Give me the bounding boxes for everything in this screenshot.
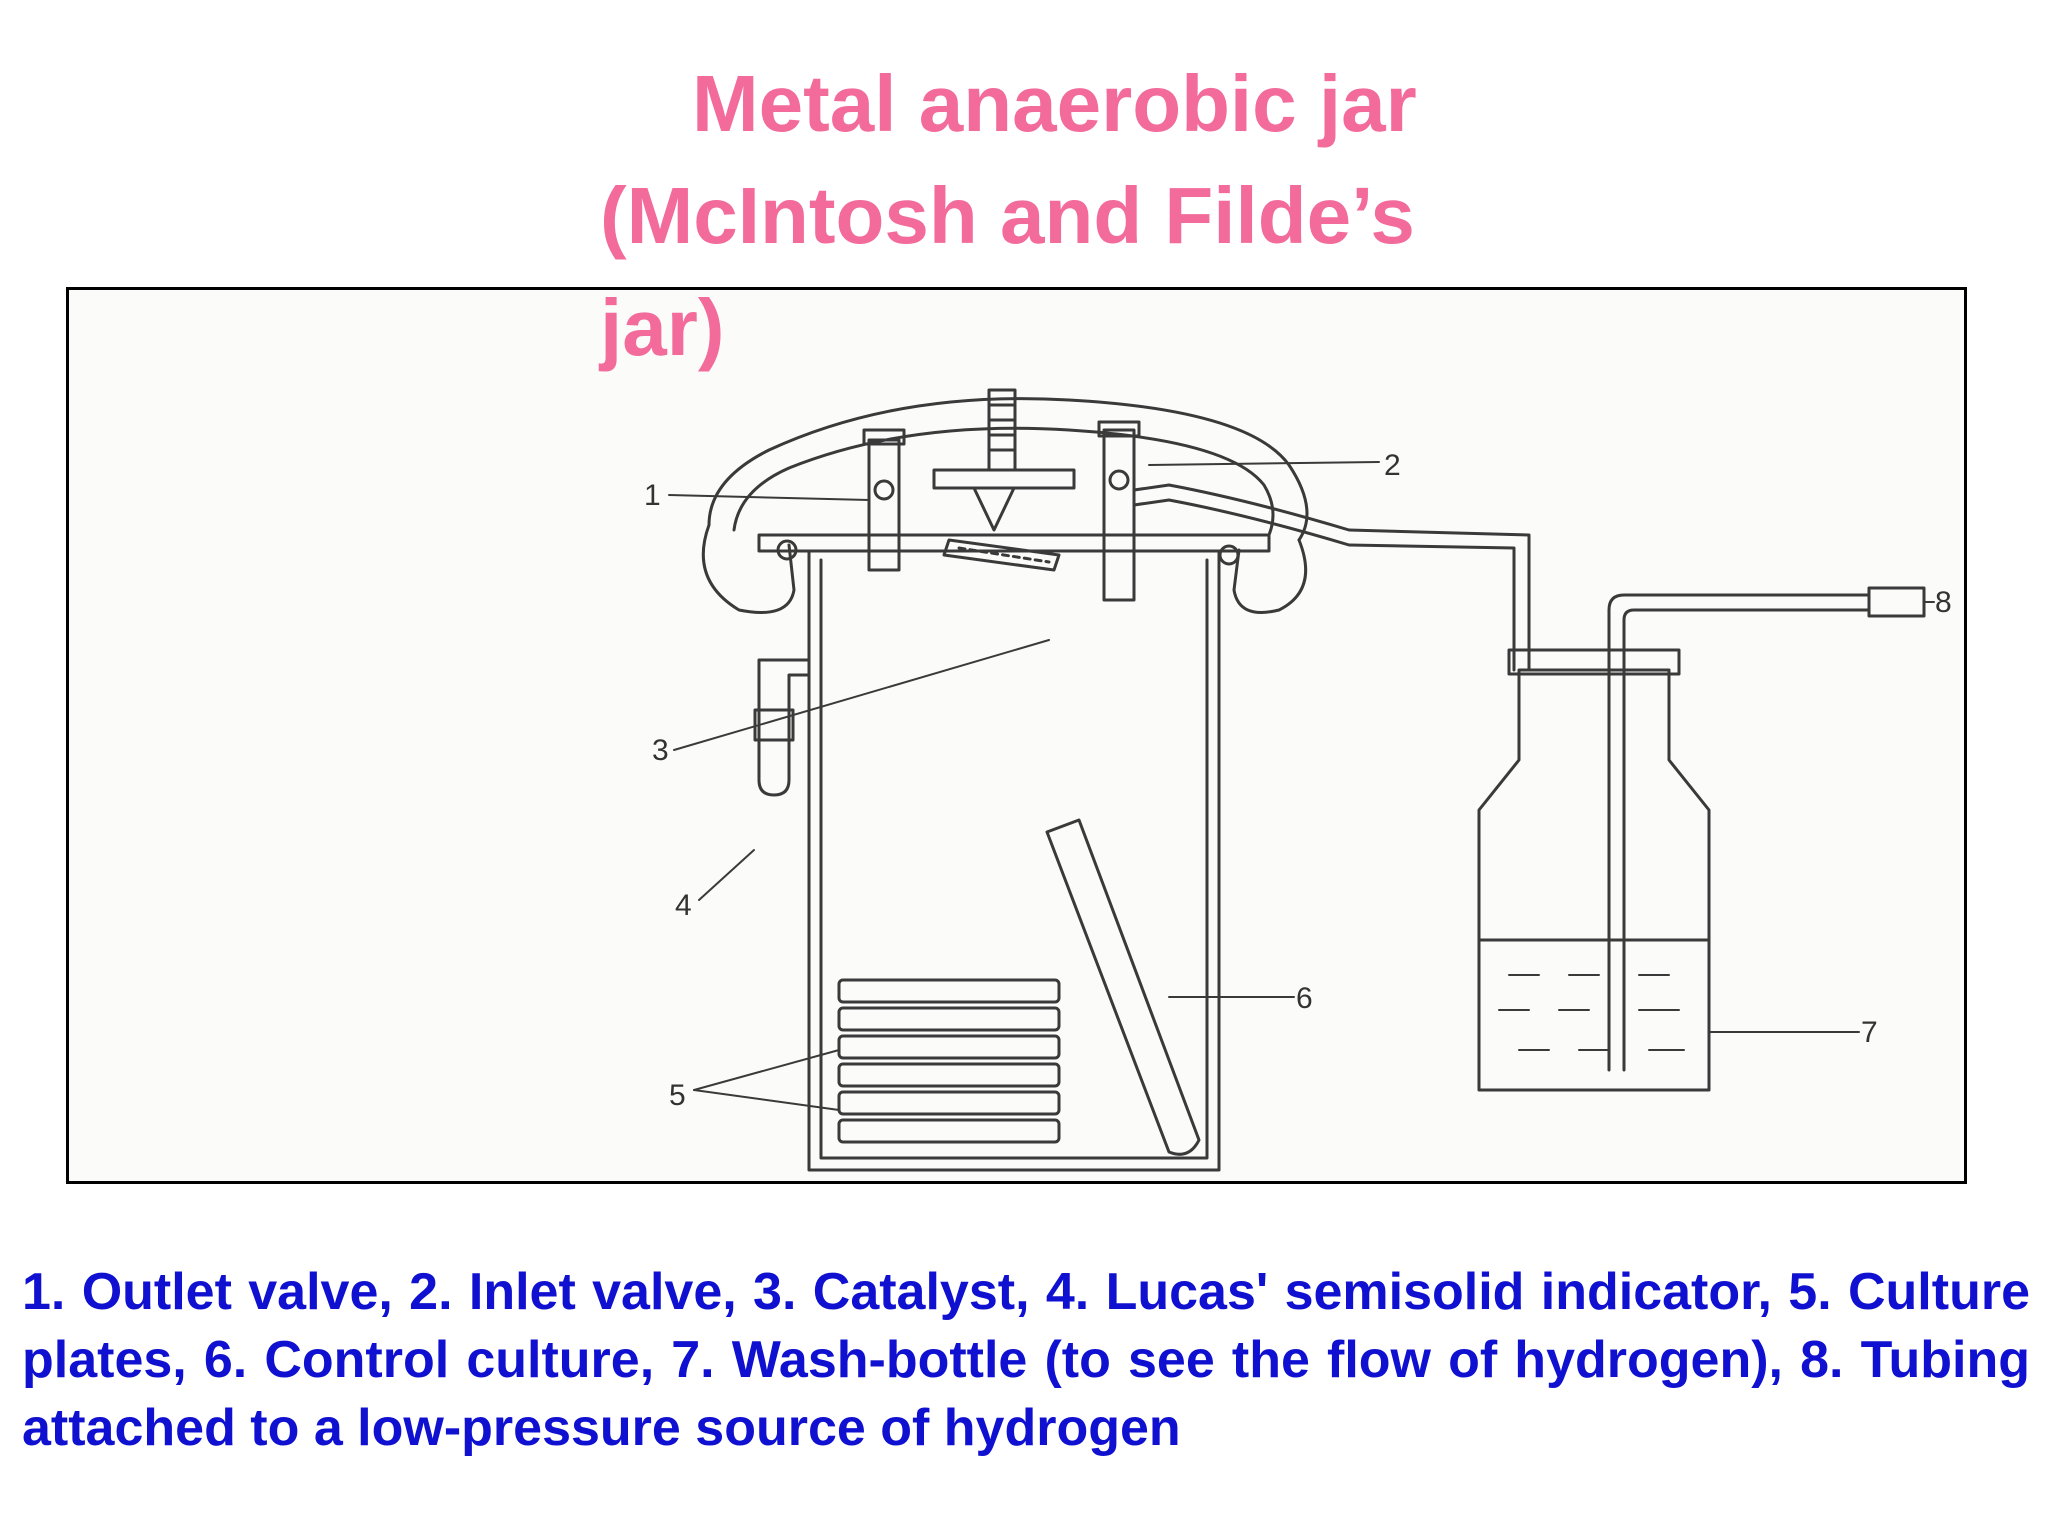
control-culture-tube	[1045, 818, 1201, 1156]
inlet-tube	[1132, 483, 1531, 672]
callout-2: 2	[1384, 449, 1401, 482]
left-gasket	[776, 539, 798, 561]
callout-3: 3	[652, 734, 669, 767]
outlet-valve-body	[867, 438, 901, 572]
leader-2	[1148, 461, 1380, 466]
catalyst-sachet	[942, 538, 1061, 572]
title-line-2: (McIntosh and Filde’s	[600, 171, 1415, 260]
leader-3	[673, 639, 1050, 751]
indicator-tube	[757, 658, 811, 797]
jar-lid-inner	[732, 426, 1275, 537]
jar-diagram-svg: 1 2 3 4 5 6 7 8	[644, 388, 1952, 1172]
wash-bottle	[1477, 668, 1711, 1092]
hydrogen-tube	[1607, 593, 1871, 1072]
callout-8: 8	[1935, 586, 1952, 619]
left-clamp	[701, 523, 796, 614]
title-line-3: jar)	[600, 283, 725, 372]
screw-cone	[972, 486, 1016, 532]
lid-rim	[757, 533, 1271, 553]
jar-lid-dome	[707, 397, 1309, 542]
callout-5: 5	[669, 1079, 686, 1112]
right-clamp	[1232, 538, 1308, 614]
culture-plates	[837, 978, 1061, 1144]
leader-5b	[693, 1089, 840, 1111]
callout-6: 6	[1296, 982, 1313, 1015]
inlet-valve-body	[1102, 428, 1136, 602]
right-gasket	[1218, 544, 1240, 566]
diagram-legend: 1. Outlet valve, 2. Inlet valve, 3. Cata…	[22, 1263, 2030, 1457]
callout-4: 4	[675, 889, 692, 922]
callout-1: 1	[644, 479, 661, 512]
jar-body-inner	[819, 558, 1209, 1160]
slide-title: Metal anaerobic jar (McIntosh and Filde’…	[600, 48, 1440, 384]
title-line-1: Metal anaerobic jar	[692, 59, 1417, 148]
jar-diagram: 1 2 3 4 5 6 7 8	[66, 287, 1967, 1184]
screw-plate	[932, 468, 1076, 490]
leader-5a	[693, 1049, 840, 1091]
callout-7: 7	[1861, 1016, 1878, 1049]
leader-4	[698, 849, 755, 901]
leader-1	[668, 494, 870, 501]
jar-body-outer	[807, 550, 1221, 1172]
